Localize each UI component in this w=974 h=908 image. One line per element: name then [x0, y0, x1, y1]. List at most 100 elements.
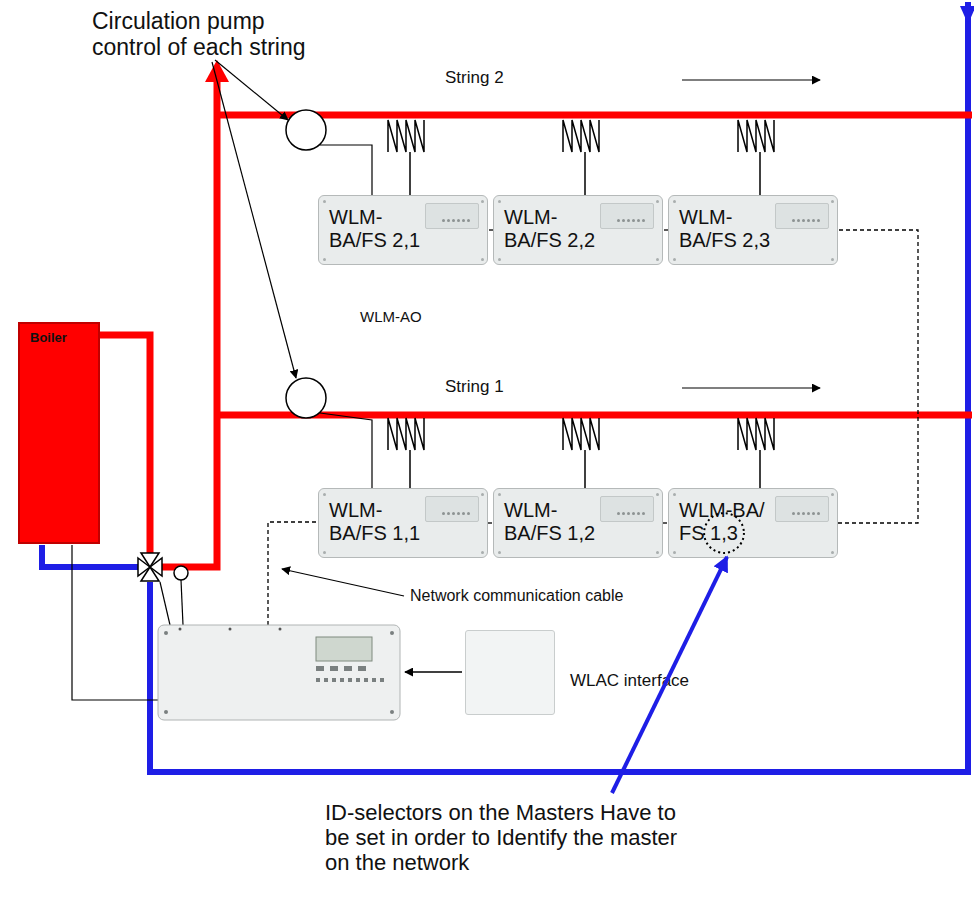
mounting-screw	[673, 258, 676, 261]
mounting-screw	[498, 493, 501, 496]
drawing-part	[348, 678, 352, 682]
led-dot	[792, 219, 795, 222]
control-wire	[72, 545, 158, 700]
drawing-part	[563, 120, 599, 195]
led-dot	[442, 512, 445, 515]
boiler-label: Boiler	[20, 324, 98, 351]
mounting-screw	[481, 493, 484, 496]
drawing-part	[332, 678, 336, 682]
mounting-screw	[323, 493, 326, 496]
flow-pipe	[160, 80, 217, 567]
led-dot	[622, 512, 625, 515]
string-pipe	[217, 412, 972, 419]
drawing-part	[324, 678, 328, 682]
led-dot	[817, 219, 820, 222]
drawing-part	[372, 678, 376, 682]
flow-arrowhead	[960, 6, 974, 24]
led-dot	[637, 219, 640, 222]
mounting-screw	[323, 258, 326, 261]
module-panel	[600, 496, 654, 522]
drawing-part	[390, 631, 394, 635]
led-dot	[447, 219, 450, 222]
return-pipe	[42, 545, 140, 567]
led-dot	[632, 219, 635, 222]
drawing-part	[358, 666, 366, 671]
led-dot	[462, 219, 465, 222]
network-cable	[268, 522, 318, 625]
network-cable	[838, 230, 918, 523]
led-dot	[812, 219, 815, 222]
drawing-part	[388, 418, 424, 493]
circulation-pump	[286, 378, 326, 418]
led-dot	[807, 512, 810, 515]
mounting-screw	[498, 551, 501, 554]
module-panel	[425, 203, 479, 229]
mounting-screw	[831, 200, 834, 203]
drawing-part	[356, 678, 360, 682]
module-label: WLM- BA/FS 2,3	[669, 196, 779, 252]
string-pipe	[217, 112, 972, 119]
module-label: WLM- BA/FS 2,2	[494, 196, 604, 252]
module-panel	[600, 203, 654, 229]
led-dot	[802, 219, 805, 222]
led-dot	[467, 512, 470, 515]
mounting-screw	[481, 200, 484, 203]
led-dot	[797, 219, 800, 222]
led-dot	[457, 219, 460, 222]
control-wire	[160, 582, 170, 625]
pump-wire	[320, 145, 372, 195]
module-panel	[775, 203, 829, 229]
led-dot	[457, 512, 460, 515]
led-dot	[462, 512, 465, 515]
mounting-screw	[656, 493, 659, 496]
module-label: WLM- BA/FS 1,2	[494, 489, 604, 545]
mounting-screw	[656, 551, 659, 554]
mounting-screw	[673, 493, 676, 496]
drawing-part	[380, 678, 384, 682]
mounting-screw	[673, 200, 676, 203]
module-panel	[425, 496, 479, 522]
callout-note: Network communication cable	[410, 587, 623, 605]
flow-direction-arrow	[682, 79, 820, 80]
controller-display	[316, 637, 372, 661]
main-controller	[158, 625, 400, 720]
leader-arrow	[212, 62, 296, 378]
drawing-part	[316, 666, 324, 671]
drawing-part	[388, 120, 424, 195]
led-dot	[627, 512, 630, 515]
drawing-part	[390, 710, 394, 714]
led-dot	[802, 512, 805, 515]
callout-note: ID-selectors on the Masters Have to be s…	[325, 800, 697, 875]
led-dot	[467, 219, 470, 222]
led-dot	[452, 219, 455, 222]
mounting-screw	[831, 258, 834, 261]
signal-arrow	[405, 671, 462, 673]
mixing-valve	[141, 553, 159, 581]
mounting-screw	[656, 258, 659, 261]
boiler: Boiler	[18, 322, 100, 544]
master-module: WLM- BA/FS 2,2	[493, 195, 663, 265]
controller-buttons	[164, 631, 394, 714]
mounting-screw	[656, 200, 659, 203]
drawing-part	[364, 678, 368, 682]
leader-arrow	[282, 569, 404, 596]
led-dot	[817, 512, 820, 515]
flow-direction-arrow	[682, 387, 820, 388]
mounting-screw	[831, 551, 834, 554]
circulation-pump	[286, 110, 326, 150]
mounting-screw	[323, 200, 326, 203]
master-module: WLM- BA/FS 1,2	[493, 488, 663, 558]
mounting-screw	[481, 258, 484, 261]
temperature-sensor	[174, 566, 188, 580]
module-label: WLM- BA/FS 2,1	[319, 196, 429, 252]
pump-wire	[320, 413, 372, 488]
drawing-part	[279, 628, 282, 631]
drawing-part	[330, 666, 338, 671]
led-dot	[642, 512, 645, 515]
mounting-screw	[481, 551, 484, 554]
mounting-screw	[323, 551, 326, 554]
led-dot	[807, 219, 810, 222]
